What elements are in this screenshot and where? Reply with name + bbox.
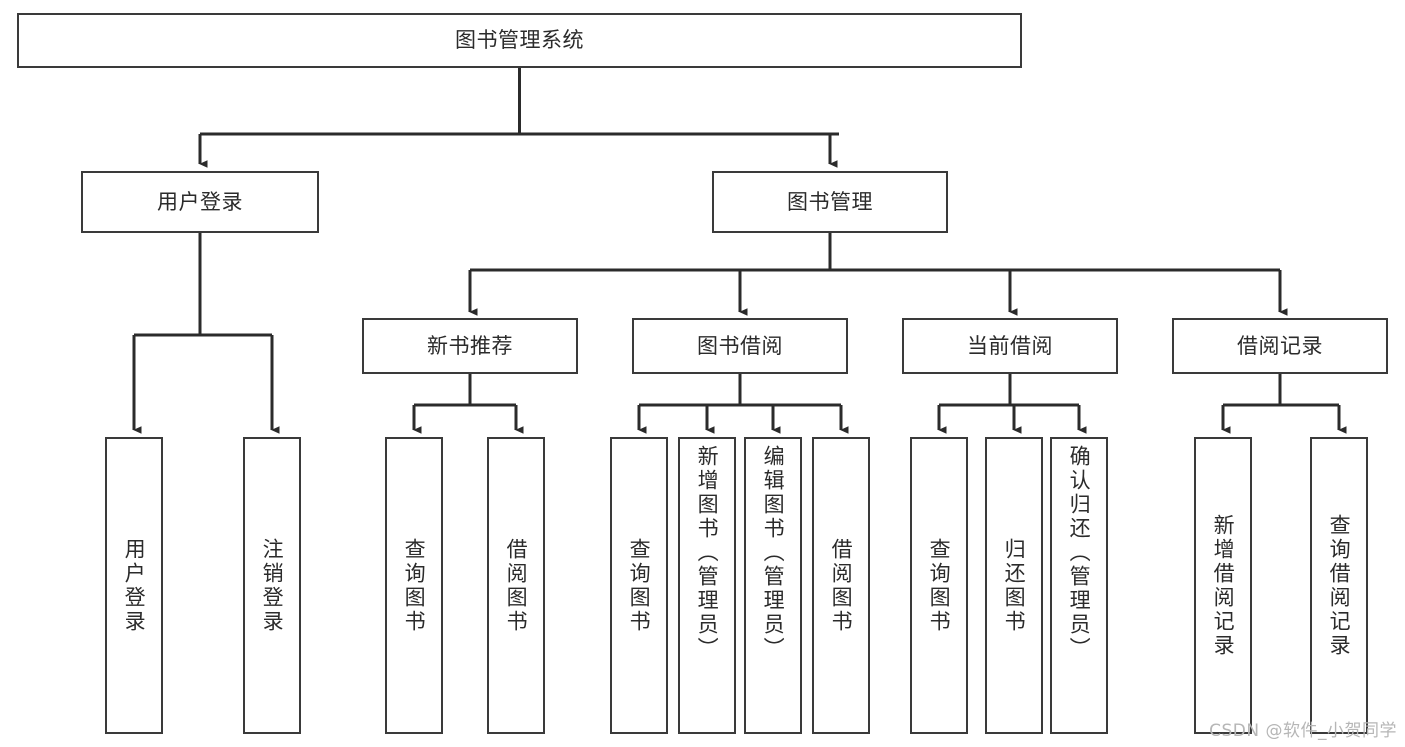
- node-leaf-borrow-book-1[interactable]: 借阅图书: [487, 437, 545, 734]
- node-book-borrow-label: 图书借阅: [697, 333, 783, 358]
- node-leaf-confirm-return[interactable]: 确认归还（管理员）: [1050, 437, 1108, 734]
- node-leaf-borrow-book-1-label: 借阅图书: [504, 537, 529, 634]
- node-user-login[interactable]: 用户登录: [81, 171, 319, 233]
- node-book-borrow[interactable]: 图书借阅: [632, 318, 848, 374]
- node-leaf-query-book-1-label: 查询图书: [402, 537, 427, 634]
- node-leaf-return-book-label: 归还图书: [1002, 537, 1027, 634]
- node-leaf-add-book-label: 新增图书（管理员）: [695, 445, 720, 661]
- watermark-text: CSDN @软件_小贺同学: [1209, 721, 1397, 741]
- node-leaf-borrow-book-2-label: 借阅图书: [829, 537, 854, 634]
- node-leaf-user-logout-label: 注销登录: [260, 537, 285, 634]
- node-leaf-borrow-book-2[interactable]: 借阅图书: [812, 437, 870, 734]
- node-borrow-record-label: 借阅记录: [1237, 333, 1323, 358]
- node-leaf-query-book-3-label: 查询图书: [927, 537, 952, 634]
- node-leaf-query-record-label: 查询借阅记录: [1327, 513, 1352, 658]
- node-leaf-query-book-2[interactable]: 查询图书: [610, 437, 668, 734]
- node-current-borrow[interactable]: 当前借阅: [902, 318, 1118, 374]
- node-leaf-add-record[interactable]: 新增借阅记录: [1194, 437, 1252, 734]
- node-leaf-query-book-1[interactable]: 查询图书: [385, 437, 443, 734]
- node-leaf-query-book-2-label: 查询图书: [627, 537, 652, 634]
- node-leaf-query-book-3[interactable]: 查询图书: [910, 437, 968, 734]
- node-leaf-confirm-return-label: 确认归还（管理员）: [1067, 445, 1092, 661]
- node-leaf-user-login[interactable]: 用户登录: [105, 437, 163, 734]
- node-leaf-add-record-label: 新增借阅记录: [1211, 513, 1236, 658]
- node-current-borrow-label: 当前借阅: [967, 333, 1053, 358]
- node-root[interactable]: 图书管理系统: [17, 13, 1022, 68]
- node-leaf-edit-book[interactable]: 编辑图书（管理员）: [744, 437, 802, 734]
- node-root-label: 图书管理系统: [455, 28, 584, 53]
- node-book-manage-label: 图书管理: [787, 189, 873, 214]
- node-borrow-record[interactable]: 借阅记录: [1172, 318, 1388, 374]
- node-book-manage[interactable]: 图书管理: [712, 171, 948, 233]
- node-user-login-label: 用户登录: [157, 189, 243, 214]
- node-leaf-return-book[interactable]: 归还图书: [985, 437, 1043, 734]
- node-leaf-edit-book-label: 编辑图书（管理员）: [761, 445, 786, 661]
- node-new-book-recommend-label: 新书推荐: [427, 333, 513, 358]
- node-leaf-add-book[interactable]: 新增图书（管理员）: [678, 437, 736, 734]
- node-leaf-query-record[interactable]: 查询借阅记录: [1310, 437, 1368, 734]
- node-leaf-user-logout[interactable]: 注销登录: [243, 437, 301, 734]
- node-new-book-recommend[interactable]: 新书推荐: [362, 318, 578, 374]
- node-leaf-user-login-label: 用户登录: [122, 537, 147, 634]
